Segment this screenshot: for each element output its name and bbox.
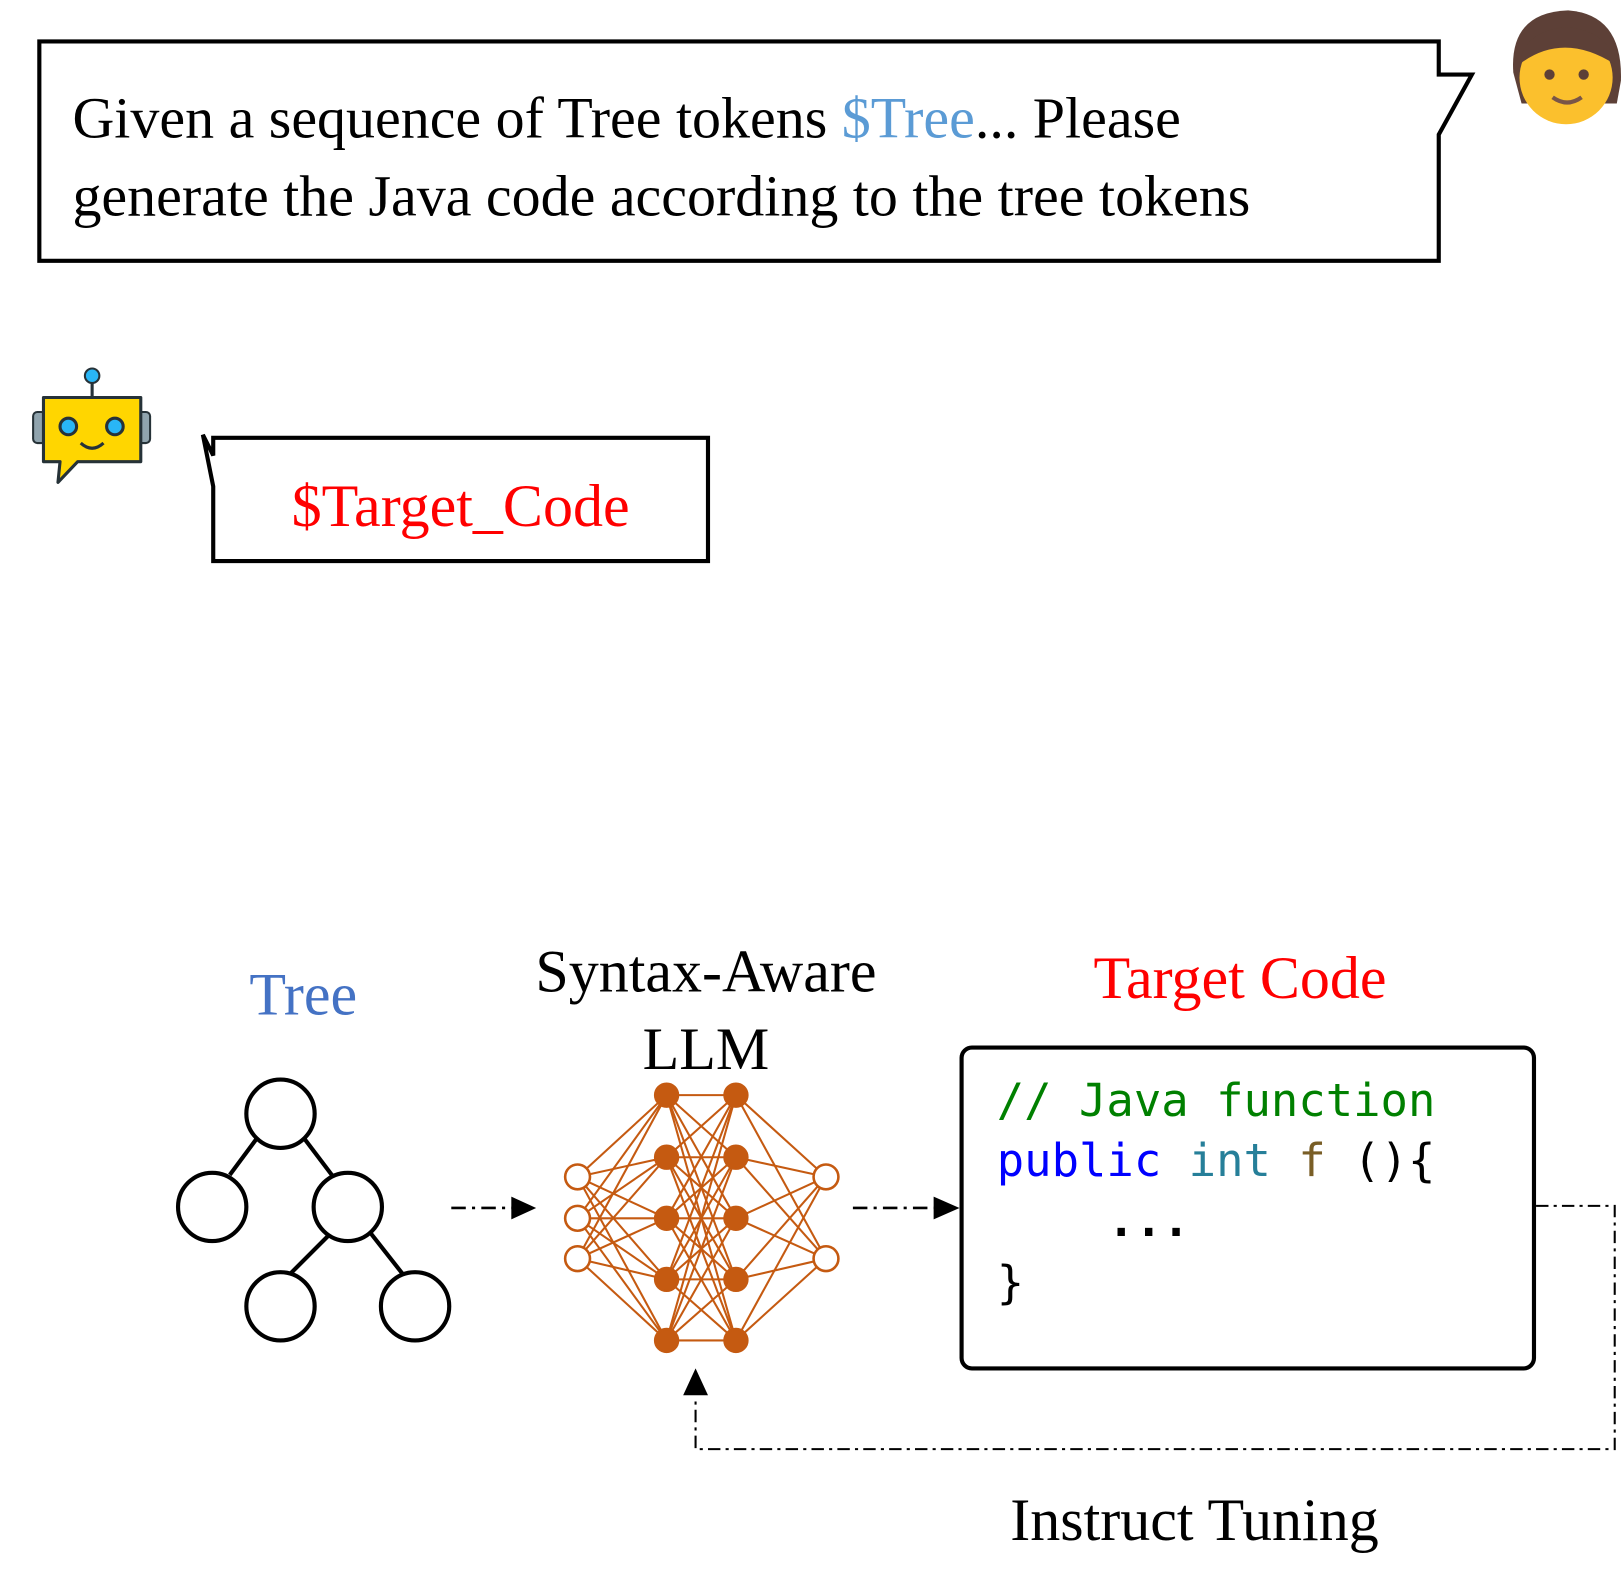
- network-edge: [577, 1217, 668, 1260]
- code-signature: public int f (){: [997, 1134, 1436, 1187]
- network-edge: [576, 1217, 668, 1342]
- response-text: $Target_Code: [292, 473, 630, 539]
- network-edge: [735, 1175, 827, 1220]
- network-edge: [735, 1257, 827, 1342]
- network-edge: [576, 1094, 668, 1219]
- hidden-neuron: [723, 1327, 749, 1354]
- hidden-neuron: [723, 1082, 749, 1108]
- hidden-neuron: [653, 1327, 680, 1354]
- feedback-arrow: [683, 1204, 1616, 1451]
- io-neuron: [812, 1163, 840, 1191]
- code-ellipsis: ...: [1108, 1194, 1190, 1247]
- neural-network-icon: [563, 1082, 840, 1354]
- tree-label: Tree: [249, 961, 357, 1027]
- target-code-label: Target Code: [1094, 945, 1387, 1011]
- hidden-neuron: [723, 1205, 749, 1231]
- network-edge: [735, 1094, 827, 1178]
- hidden-neuron: [653, 1205, 680, 1231]
- response-bubble: [200, 433, 711, 564]
- io-neuron: [812, 1244, 840, 1273]
- network-edge: [665, 1094, 737, 1159]
- network-edge: [576, 1217, 668, 1281]
- hidden-neuron: [653, 1082, 680, 1108]
- network-edge: [735, 1176, 827, 1281]
- robot-icon: [32, 367, 152, 484]
- network-edge: [665, 1094, 737, 1341]
- network-edge: [665, 1094, 737, 1219]
- io-neuron: [563, 1204, 592, 1233]
- hidden-neuron: [723, 1144, 749, 1170]
- network-edge: [735, 1257, 827, 1281]
- network-edge: [735, 1176, 827, 1341]
- network-edge: [735, 1156, 827, 1178]
- tree-icon: [175, 1077, 452, 1343]
- network-edge: [577, 1257, 667, 1281]
- prompt-line-1: Given a sequence of Tree tokens $Tree...…: [72, 86, 1180, 151]
- network-edge: [576, 1257, 668, 1342]
- prompt-line-2: generate the Java code according to the …: [72, 163, 1250, 228]
- arrow-llm-to-code: [852, 1196, 960, 1220]
- network-edge: [577, 1156, 667, 1178]
- network-edge: [735, 1094, 827, 1260]
- io-neuron: [563, 1244, 592, 1273]
- network-edge: [576, 1094, 668, 1178]
- network-edge: [577, 1175, 668, 1220]
- network-edge: [665, 1156, 737, 1341]
- code-close-brace: }: [997, 1256, 1024, 1309]
- network-edge: [576, 1176, 668, 1281]
- network-edge: [665, 1094, 737, 1280]
- prompt-bubble: [37, 39, 1476, 263]
- arrow-tree-to-llm: [451, 1196, 537, 1220]
- llm-label-line-1: Syntax-Aware: [535, 939, 876, 1005]
- hidden-neuron: [653, 1266, 680, 1293]
- llm-label-line-2: LLM: [643, 1016, 770, 1082]
- instruct-tuning-label: Instruct Tuning: [1010, 1487, 1379, 1553]
- code-comment: // Java function: [997, 1074, 1436, 1127]
- network-edge: [576, 1156, 668, 1260]
- network-edge: [735, 1156, 827, 1260]
- network-edge: [576, 1156, 668, 1220]
- network-edge: [735, 1217, 827, 1260]
- network-edge: [576, 1176, 668, 1341]
- network-edge: [665, 1278, 737, 1342]
- hidden-neuron: [653, 1144, 680, 1170]
- person-emoji-icon: [1513, 10, 1622, 125]
- network-edge: [576, 1094, 668, 1260]
- io-neuron: [563, 1163, 592, 1191]
- hidden-neuron: [723, 1266, 749, 1293]
- code-box: [959, 1045, 1537, 1371]
- network-edge: [665, 1217, 737, 1341]
